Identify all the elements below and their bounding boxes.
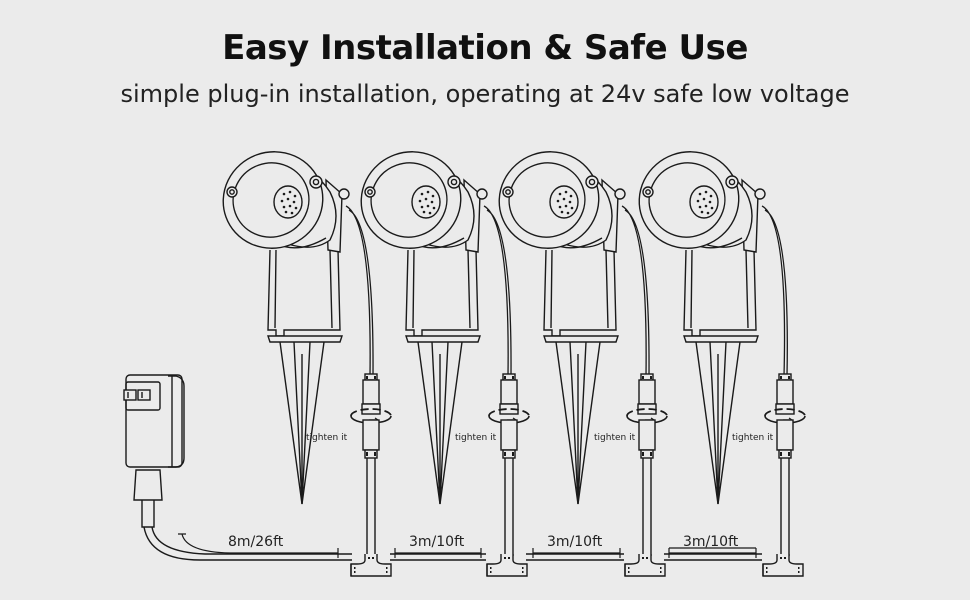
trunk-cable [143, 526, 762, 561]
connector-4 [764, 373, 806, 557]
power-adapter [123, 374, 185, 528]
lead-wires [345, 205, 788, 377]
tighten-label-2: tighten it [455, 433, 497, 443]
tighten-label-4: tighten it [732, 433, 774, 443]
cable-length-1: 8m/26ft [228, 534, 284, 550]
tighten-label-1: tighten it [306, 433, 348, 443]
tighten-label-3: tighten it [594, 433, 636, 443]
connector-2 [488, 373, 530, 557]
tee-3 [624, 553, 666, 577]
connector-3 [626, 373, 668, 557]
connector-1 [350, 373, 392, 557]
page-title: Easy Installation & Safe Use [222, 28, 748, 68]
cable-length-4: 3m/10ft [683, 534, 739, 550]
page-subtitle: simple plug-in installation, operating a… [120, 80, 850, 108]
tee-4 [762, 553, 804, 577]
dimension-lines [178, 533, 757, 558]
cable-length-2: 3m/10ft [409, 534, 465, 550]
spotlight-1 [208, 137, 350, 505]
cable-length-3: 3m/10ft [547, 534, 603, 550]
tee-2 [486, 553, 528, 577]
tee-1 [350, 553, 392, 577]
